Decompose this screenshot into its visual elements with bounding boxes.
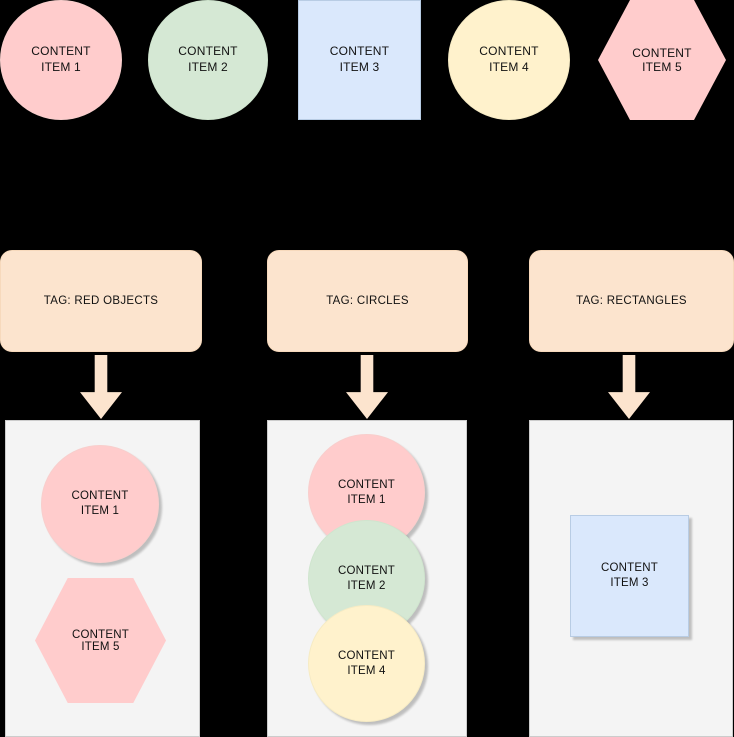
shape-label: CONTENT ITEM 1 [71, 490, 129, 517]
shape-label: CONTENT ITEM 5 [632, 46, 692, 74]
tag-box-red-objects[interactable]: TAG: RED OBJECTS [0, 250, 202, 352]
result-shape-content-item-3[interactable]: CONTENT ITEM 3 [570, 515, 689, 637]
tag-label: TAG: CIRCLES [326, 294, 409, 307]
shape-label: CONTENT ITEM 5 [72, 628, 129, 653]
down-arrow-icon-circles [346, 355, 388, 419]
shape-label: CONTENT ITEM 1 [338, 478, 395, 506]
tag-box-circles[interactable]: TAG: CIRCLES [267, 250, 468, 352]
shape-content-item-2[interactable]: CONTENT ITEM 2 [148, 0, 268, 120]
shape-label: CONTENT ITEM 2 [178, 44, 238, 74]
shape-label: CONTENT ITEM 3 [329, 44, 390, 74]
down-arrow-icon-red-objects [80, 355, 122, 419]
tag-label: TAG: RED OBJECTS [43, 294, 159, 307]
shape-content-item-5[interactable]: CONTENT ITEM 5 [598, 0, 726, 120]
shape-content-item-4[interactable]: CONTENT ITEM 4 [448, 0, 570, 120]
result-shape-content-item-1[interactable]: CONTENT ITEM 1 [41, 445, 159, 563]
shape-label: CONTENT ITEM 2 [338, 564, 395, 592]
tag-label: TAG: RECTANGLES [576, 294, 687, 307]
shape-content-item-1[interactable]: CONTENT ITEM 1 [0, 0, 122, 120]
result-shape-content-item-4[interactable]: CONTENT ITEM 4 [308, 605, 425, 722]
shape-label: CONTENT ITEM 4 [338, 649, 395, 677]
shape-label: CONTENT ITEM 1 [31, 44, 91, 74]
shape-content-item-3[interactable]: CONTENT ITEM 3 [298, 0, 421, 120]
shape-label: CONTENT ITEM 4 [479, 44, 539, 74]
shape-label: CONTENT ITEM 3 [601, 562, 658, 589]
down-arrow-icon-rectangles [608, 355, 650, 419]
tag-box-rectangles[interactable]: TAG: RECTANGLES [529, 250, 734, 352]
